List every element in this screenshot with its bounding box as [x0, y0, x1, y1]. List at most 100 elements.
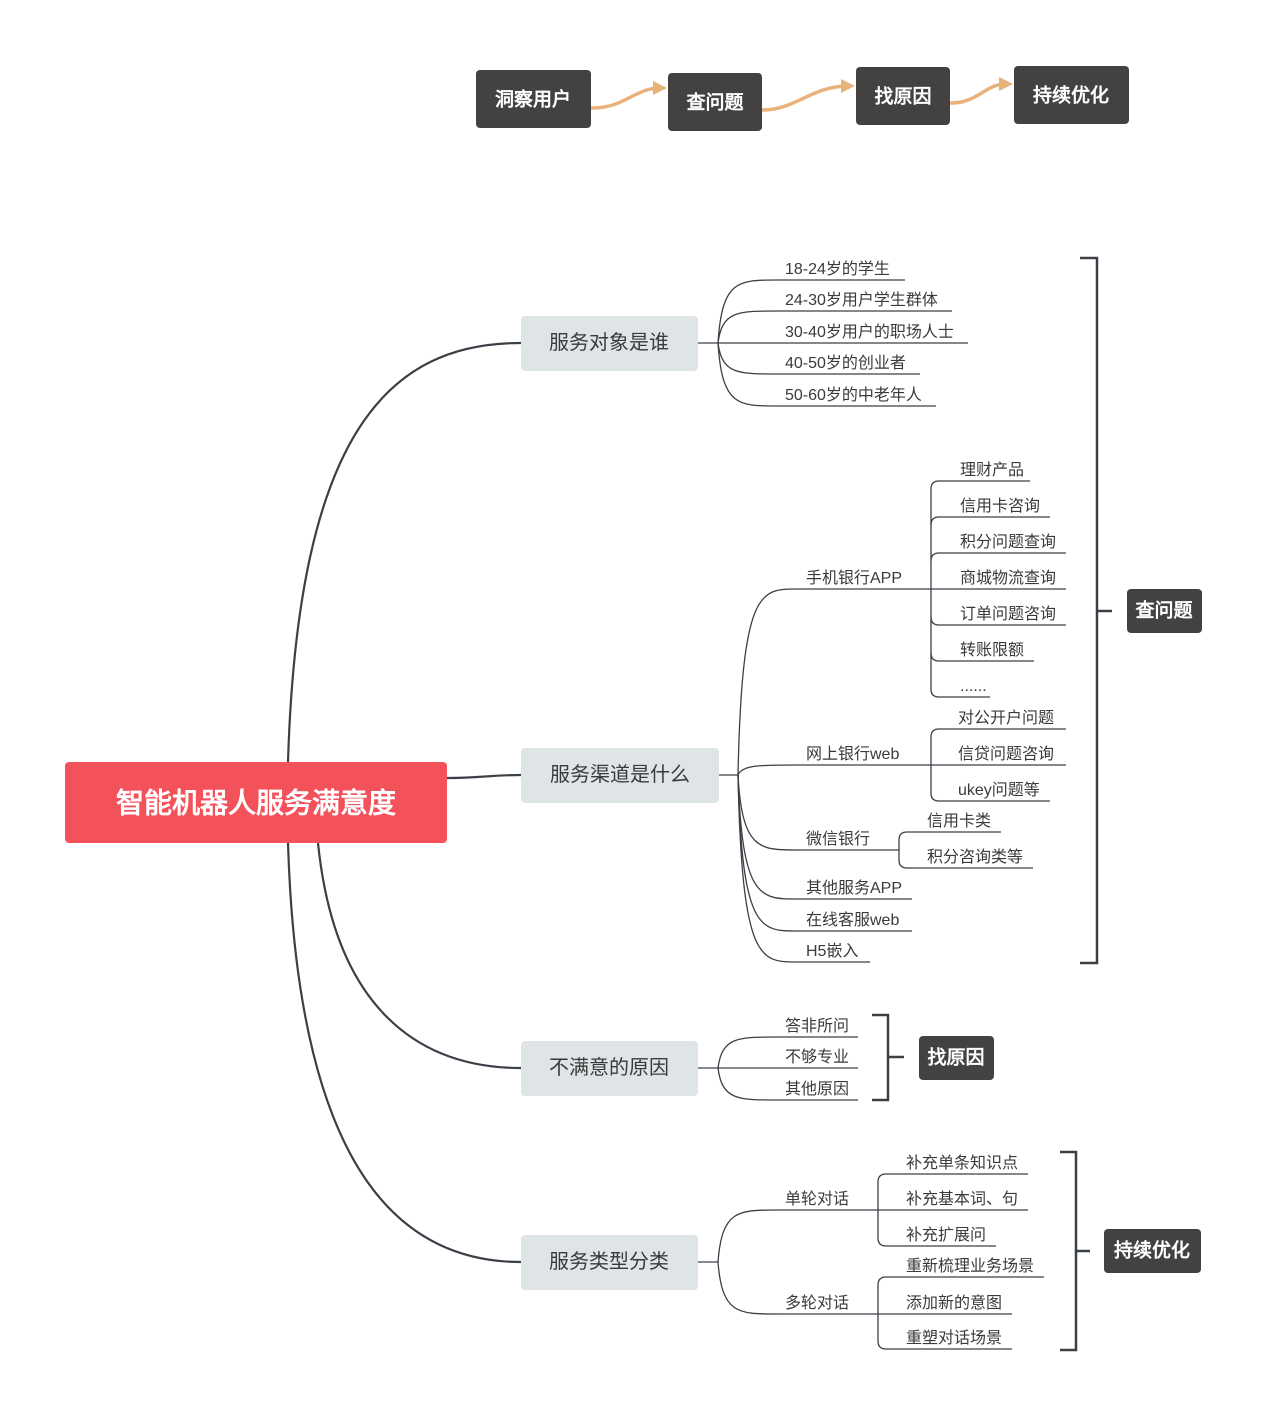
- flow-step-label: 洞察用户: [495, 88, 571, 111]
- leaf-topic: 信用卡咨询: [960, 497, 1040, 515]
- connector-line: [880, 831, 1001, 851]
- summary-box: [1127, 589, 1202, 633]
- summary-label: 查问题: [1134, 599, 1192, 622]
- flow-step-optimize: 持续优化: [1014, 66, 1129, 124]
- connector-line: [930, 516, 1050, 526]
- flow-step-insight: 洞察用户: [476, 70, 591, 128]
- leaf-topic: 商城物流查询: [960, 569, 1056, 587]
- leaf-topic: 24-30岁用户学生群体: [785, 291, 938, 309]
- flow-step-box: [856, 67, 950, 125]
- connector-line: [446, 773, 522, 780]
- connector-line: [719, 588, 912, 776]
- connector-line: [877, 1314, 1012, 1350]
- branch-who-served: 服务对象是谁 18-24岁的学生 24-30岁用户学生群体 30-40岁用户的职…: [521, 260, 968, 407]
- summary-bracket: [1060, 1150, 1090, 1352]
- leaf-topic: 重新梳理业务场景: [906, 1257, 1034, 1275]
- branch-dissatisfaction-reasons: 不满意的原因 答非所问 不够专业 其他原因: [521, 1017, 858, 1101]
- connector-line: [877, 1173, 1028, 1210]
- flow-arrow: [761, 79, 855, 112]
- connector-line: [698, 1209, 860, 1263]
- flow-step-box: [1014, 66, 1129, 124]
- connector-line: [737, 774, 880, 851]
- branch-topic-label: 服务对象是谁: [549, 331, 669, 354]
- single-turn-leaves: 补充单条知识点 补充基本词、句 补充扩展问: [860, 1154, 1028, 1247]
- connector-line: [877, 1210, 996, 1247]
- summary-find-causes: 找原因: [872, 1013, 994, 1102]
- connector-line: [930, 480, 1030, 589]
- branch-topic-label: 不满意的原因: [549, 1056, 669, 1079]
- branch-topic-label: 服务类型分类: [549, 1250, 669, 1273]
- branch-topic-box: [521, 1041, 698, 1096]
- mobile-banking-leaves: 理财产品 信用卡咨询 积分问题查询 商城物流查询 订单问题咨询 转账限额 ...…: [912, 461, 1066, 698]
- connector-line: [737, 774, 912, 932]
- root-topic: 智能机器人服务满意度: [65, 762, 447, 843]
- sub-topic: 多轮对话: [785, 1294, 849, 1312]
- leaf-topic: 积分问题查询: [960, 533, 1056, 551]
- leaf-topic: 其他服务APP: [806, 879, 902, 897]
- sub-topic: 手机银行APP: [806, 569, 902, 587]
- summary-box: [919, 1036, 994, 1080]
- connector-line: [930, 552, 1066, 562]
- root-connectors: [286, 341, 522, 1264]
- leaf-topic: 信用卡类: [927, 812, 991, 830]
- leaf-topic: ukey问题等: [958, 781, 1040, 799]
- sub-topic: 单轮对话: [785, 1190, 849, 1208]
- leaf-topic: H5嵌入: [806, 942, 858, 960]
- online-banking-leaves: 对公开户问题 信贷问题咨询 ukey问题等: [912, 709, 1066, 802]
- flow-arrow: [949, 77, 1013, 105]
- flow-step-label: 持续优化: [1033, 84, 1109, 107]
- branch-topic-box: [521, 1235, 698, 1290]
- summary-box: [1104, 1229, 1201, 1273]
- leaf-topic: 50-60岁的中老年人: [785, 386, 922, 404]
- sub-topic: 微信银行: [806, 830, 870, 848]
- multi-turn-leaves: 重新梳理业务场景 添加新的意图 重塑对话场景: [860, 1257, 1044, 1350]
- connector-line: [930, 765, 1050, 802]
- connector-line: [930, 728, 1066, 765]
- flow-step-box: [476, 70, 591, 128]
- connector-line: [286, 842, 522, 1264]
- connector-line: [898, 850, 1033, 869]
- branch-service-channels: 服务渠道是什么 手机银行APP 网上银行web 微信银行 其他服务APP 在线客…: [521, 461, 1066, 963]
- flow-step-label: 找原因: [874, 86, 931, 108]
- connector-line: [737, 774, 870, 963]
- leaf-topic: 信贷问题咨询: [958, 745, 1054, 763]
- flow-step-box: [668, 73, 762, 131]
- leaf-topic: 40-50岁的创业者: [785, 354, 906, 372]
- leaf-topic: 补充基本词、句: [906, 1190, 1018, 1208]
- process-flow: 洞察用户 查问题 找原因 持续优化: [476, 66, 1129, 131]
- summary-bracket: [872, 1013, 904, 1102]
- summary-bracket: [1080, 256, 1112, 965]
- connector-line: [930, 589, 990, 698]
- summary-label: 找原因: [927, 1047, 984, 1069]
- summary-optimize: 持续优化: [1060, 1150, 1201, 1352]
- connector-line: [286, 341, 522, 763]
- branch-topic-box: [521, 316, 698, 371]
- leaf-topic: 30-40岁用户的职场人士: [785, 323, 954, 341]
- flow-step-find-causes: 找原因: [856, 67, 950, 125]
- sub-topic: 网上银行web: [806, 745, 899, 763]
- leaf-topic: 18-24岁的学生: [785, 260, 890, 278]
- connector-line: [737, 774, 912, 900]
- summary-label: 持续优化: [1114, 1239, 1190, 1262]
- leaf-topic: 其他原因: [785, 1080, 849, 1098]
- connector-line: [316, 842, 522, 1070]
- leaf-topic: 添加新的意图: [906, 1293, 1002, 1312]
- flow-step-check-issues: 查问题: [668, 73, 762, 131]
- leaf-topic: 转账限额: [960, 641, 1024, 659]
- branch-service-types: 服务类型分类 单轮对话 多轮对话 补充单条知识点 补充基本词、句 补充扩展问 重…: [521, 1154, 1044, 1350]
- leaf-topic: 补充单条知识点: [906, 1154, 1018, 1172]
- wechat-banking-leaves: 信用卡类 积分咨询类等: [880, 812, 1033, 869]
- leaf-topic: 订单问题咨询: [960, 605, 1056, 623]
- connector-line: [877, 1276, 1044, 1314]
- connector-line: [737, 764, 912, 776]
- connector-line: [717, 1067, 858, 1101]
- connector-line: [698, 1036, 858, 1069]
- connector-line: [717, 1261, 860, 1315]
- branch-topic-label: 服务渠道是什么: [550, 763, 690, 786]
- flow-step-label: 查问题: [685, 91, 743, 114]
- leaf-topic: 积分咨询类等: [927, 848, 1023, 866]
- connector-line: [717, 342, 936, 407]
- leaf-topic: 理财产品: [960, 461, 1024, 479]
